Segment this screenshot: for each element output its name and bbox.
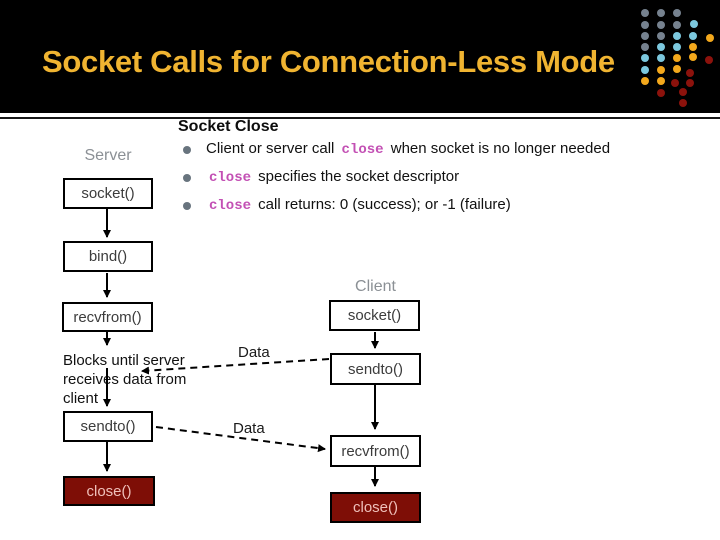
bullet-text-post: call returns: 0 (success); or -1 (failur…: [254, 196, 511, 213]
bullet-code: close: [341, 142, 384, 158]
client-socket-box: socket(): [329, 300, 420, 331]
bullet-text: Client or server call close when socket …: [206, 140, 610, 159]
bullet-icon: [183, 146, 191, 154]
bullet-icon: [183, 202, 191, 210]
server-socket-box: socket(): [63, 178, 153, 209]
section-heading: Socket Close: [178, 118, 279, 135]
dot-decoration: [705, 56, 713, 64]
dot-decoration: [673, 21, 681, 29]
dot-decoration: [657, 21, 665, 29]
data-flow-label: Data: [233, 420, 265, 437]
bullet-item: close specifies the socket descriptor: [183, 168, 653, 187]
blocking-note: Blocks until server receives data from c…: [63, 352, 187, 407]
bullet-text-post: when socket is no longer needed: [386, 140, 611, 157]
bullet-list: Client or server call close when socket …: [183, 140, 653, 224]
bullet-item: close call returns: 0 (success); or -1 (…: [183, 196, 653, 215]
slide-header: Socket Calls for Connection-Less Mode: [0, 0, 720, 113]
server-close-box: close(): [63, 476, 155, 506]
bullet-text-post: specifies the socket descriptor: [254, 168, 460, 185]
dot-decoration: [657, 66, 665, 74]
server-column-label: Server: [84, 147, 132, 164]
bullet-text-pre: Client or server call: [206, 140, 339, 157]
server-sendto-box: sendto(): [63, 411, 153, 442]
server-bind-box: bind(): [63, 241, 153, 272]
client-column-label: Client: [355, 278, 396, 295]
dot-decoration: [679, 99, 687, 107]
dot-decoration: [673, 9, 681, 17]
dot-decoration: [679, 88, 687, 96]
slide-title: Socket Calls for Connection-Less Mode: [42, 44, 615, 79]
client-close-box: close(): [330, 492, 421, 523]
client-recvfrom-box: recvfrom(): [330, 435, 421, 467]
dot-decoration: [657, 77, 665, 85]
client-sendto-box: sendto(): [330, 353, 421, 385]
bullet-code: close: [209, 198, 252, 214]
dot-decoration: [657, 9, 665, 17]
server-recvfrom-box: recvfrom(): [62, 302, 153, 332]
dot-decoration: [641, 77, 649, 85]
data-flow-label: Data: [238, 344, 270, 361]
dot-decoration: [689, 43, 697, 51]
dot-decoration: [673, 54, 681, 62]
dot-decoration: [673, 43, 681, 51]
bullet-text: close call returns: 0 (success); or -1 (…: [206, 196, 511, 215]
dot-decoration: [641, 54, 649, 62]
bullet-item: Client or server call close when socket …: [183, 140, 653, 159]
dot-decoration: [671, 79, 679, 87]
dot-decoration: [657, 89, 665, 97]
dot-decoration: [689, 53, 697, 61]
dot-decoration: [657, 54, 665, 62]
bullet-text: close specifies the socket descriptor: [206, 168, 459, 187]
dot-decoration: [690, 20, 698, 28]
header-divider: [0, 117, 720, 119]
dot-decoration: [657, 43, 665, 51]
dot-decoration: [641, 66, 649, 74]
dot-decoration: [673, 65, 681, 73]
dot-decoration: [641, 9, 649, 17]
dot-decoration: [657, 32, 665, 40]
dot-decoration: [689, 32, 697, 40]
dot-decoration: [641, 43, 649, 51]
dot-decoration: [641, 21, 649, 29]
dot-decoration: [641, 32, 649, 40]
bullet-icon: [183, 174, 191, 182]
dot-decoration: [686, 79, 694, 87]
bullet-code: close: [209, 170, 252, 186]
dot-decoration: [686, 69, 694, 77]
dot-decoration: [673, 32, 681, 40]
dot-decoration: [706, 34, 714, 42]
